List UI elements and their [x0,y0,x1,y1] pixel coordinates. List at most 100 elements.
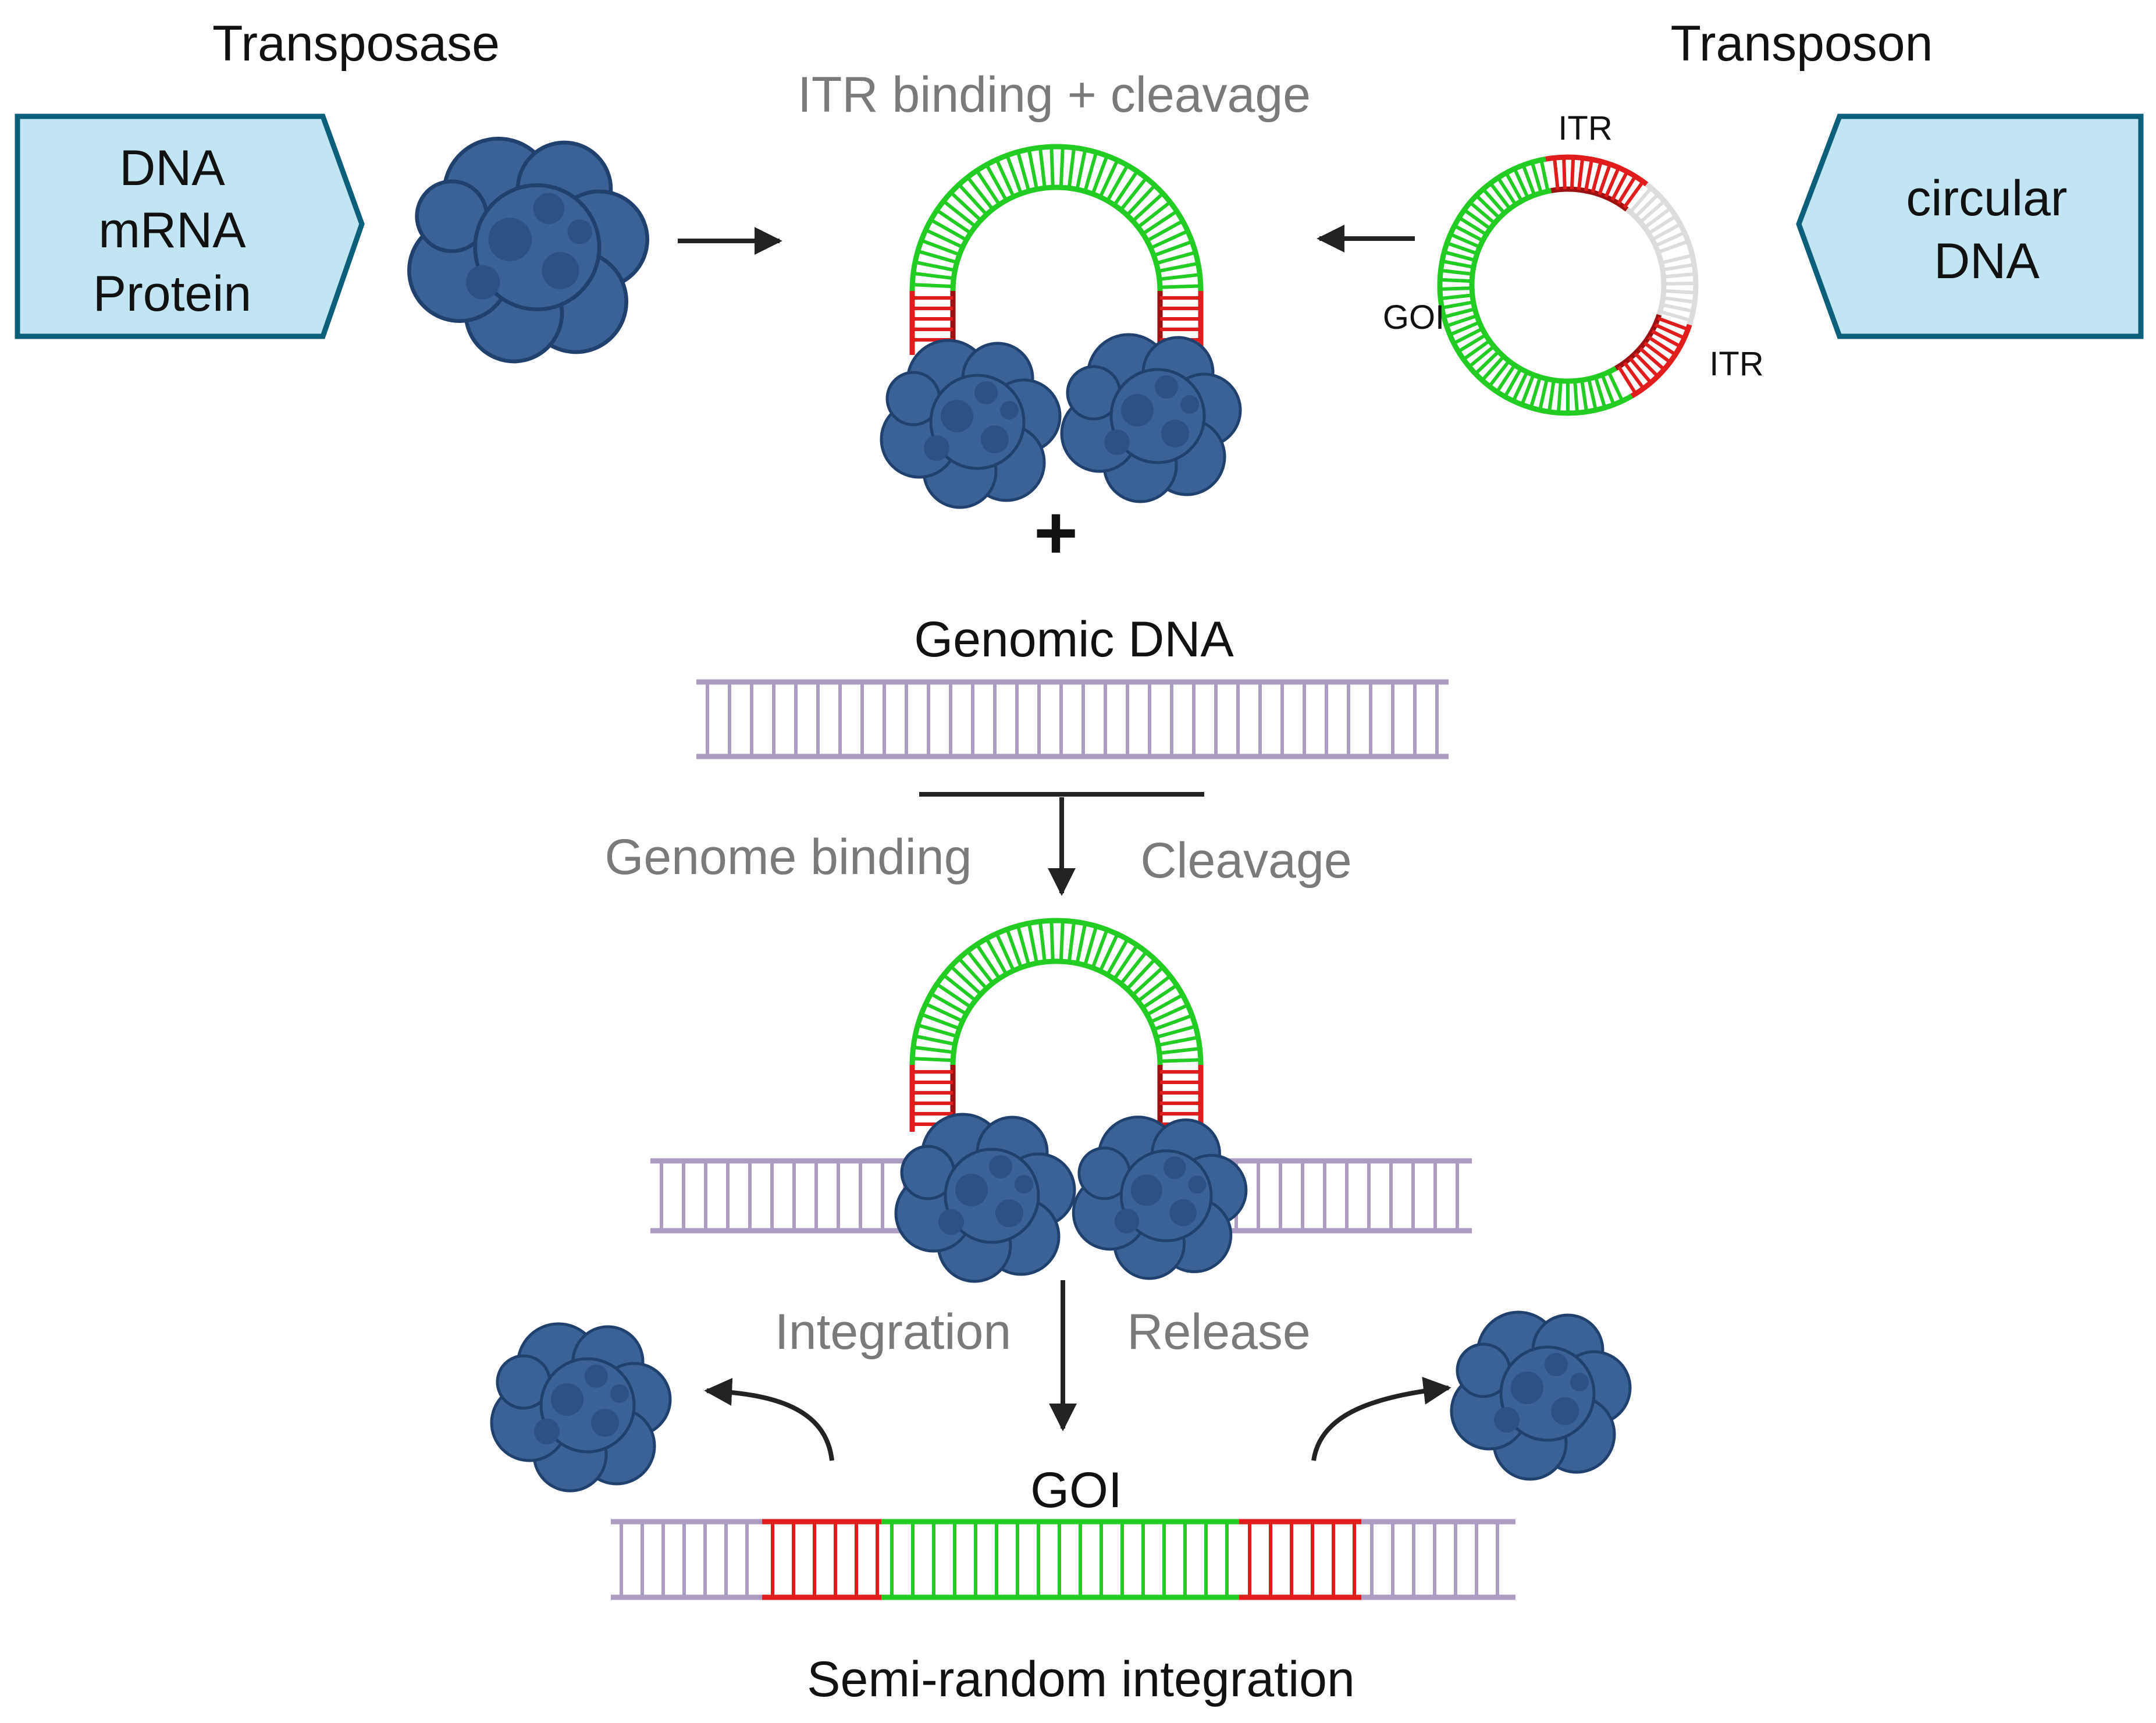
base-pair [1639,347,1666,371]
base-pair [1634,352,1659,378]
base-pair [913,271,954,280]
release-arrow-left [704,1377,834,1461]
base-pair [1038,147,1047,189]
semi-random-label: Semi-random integration [807,1651,1355,1707]
base-pair [958,957,988,990]
ring-outer-strand [1630,324,1692,399]
transposon-box-line-1: circular [1906,170,2067,226]
release-arrow-right [1311,1377,1451,1461]
base-pair [1038,921,1047,962]
base-pair [1600,374,1616,406]
base-pair [1593,376,1607,408]
base-pair [949,965,982,996]
base-pair [1651,222,1681,241]
base-pair [1159,1058,1201,1063]
base-pair [1504,172,1524,202]
base-pair [1495,364,1517,393]
base-pair [958,183,988,216]
base-pair [1520,374,1535,406]
base-pair [1482,187,1506,215]
base-pair [1538,378,1549,411]
transposon-title: Transposon [1671,16,1933,72]
base-pair [1462,339,1491,361]
base-pair [1643,207,1671,229]
transposase-genome-right [1073,1117,1246,1278]
top-goi-inner [950,184,1163,292]
mid-goi-inner [950,958,1163,1065]
base-pair [1049,147,1055,188]
base-pair [1629,187,1653,214]
base-pair [1449,232,1481,249]
base-pair [1443,250,1476,262]
base-pair [1132,192,1164,222]
base-pair [1442,259,1474,269]
released-transposase-right [1451,1312,1630,1479]
base-pair [942,974,977,1002]
base-pair [1155,1024,1196,1039]
base-pair [1553,157,1560,190]
base-pair [1463,208,1492,230]
base-pair [1556,381,1563,413]
base-pair [1623,361,1645,390]
base-pair [1113,170,1139,207]
base-pair [1562,157,1567,190]
base-pair [1663,289,1696,295]
base-pair [924,1002,963,1023]
base-pair [1153,240,1193,257]
base-pair [1440,268,1473,276]
base-pair [1453,224,1484,243]
base-pair [975,943,1001,980]
base-pair [1126,958,1157,990]
base-pair [1458,216,1488,236]
ring-inner-strand [1550,186,1629,212]
genomic-dna [696,679,1449,759]
transposase-protein [409,138,647,361]
genome-binding-label: Genome binding [604,829,972,885]
base-pair [1475,194,1501,219]
base-pair [1443,307,1475,319]
transposon-box-line-2: DNA [1934,233,2040,289]
base-pair [1481,355,1505,382]
base-pair [985,164,1008,201]
transposase-bound-right [1062,335,1240,502]
ring-goi-label: GOI [1383,299,1445,336]
base-pair [1623,180,1645,209]
base-pair [913,1045,954,1054]
base-pair [1016,151,1031,192]
base-pair [1643,341,1671,364]
mid-goi-rungs [912,921,1201,1063]
base-pair [1529,376,1542,408]
base-pair [1628,357,1652,384]
base-pair [1159,284,1201,289]
base-pair [1155,250,1196,265]
base-pair [1489,182,1511,210]
base-pair [1659,310,1692,322]
base-pair [1153,1014,1193,1031]
excised-transposon-middle [909,918,1204,1132]
base-pair [1005,154,1023,194]
base-pair [1440,278,1472,283]
base-pair [1091,929,1109,969]
integrated-dna [611,1519,1515,1600]
ring-inner-strand [1614,314,1662,371]
transposase-genome-left [896,1114,1075,1281]
ring-inner-strand [1625,207,1662,257]
base-pair [935,982,972,1008]
base-pair [917,249,958,264]
base-pair [1663,272,1696,279]
base-pair [1496,176,1517,206]
base-pair [1648,214,1677,235]
base-pair [1573,381,1579,413]
base-pair [1005,928,1023,968]
base-pair [1511,371,1529,402]
base-pair [1530,161,1543,194]
circular-transposon [1437,154,1699,416]
top-goi-outer [909,144,1204,292]
base-pair [1604,166,1621,198]
base-pair [1580,379,1589,413]
base-pair [1591,161,1603,193]
base-pair [1098,933,1119,972]
base-pair [1440,286,1472,291]
base-pair [1106,938,1129,976]
